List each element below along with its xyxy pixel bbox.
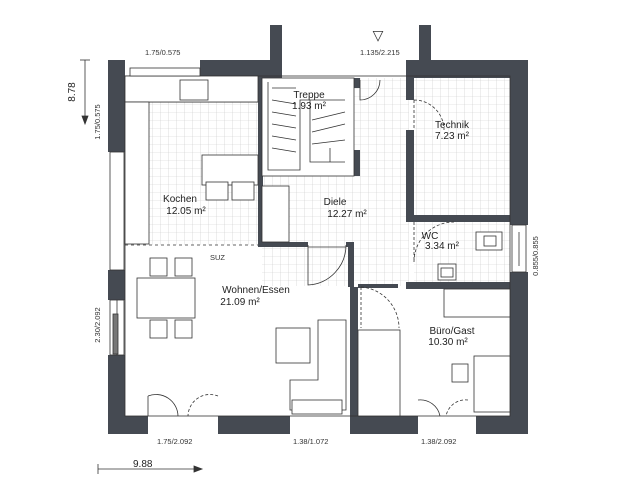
sofa-set (275, 319, 347, 415)
dim-bottom-left: 1.75/2.092 (157, 437, 192, 446)
dimension-lines (80, 59, 204, 474)
room-name-diele: Diele (324, 197, 347, 208)
office-furniture (357, 288, 511, 417)
dim-top-right: 1.135/2.215 (360, 48, 400, 57)
room-name-wohnen: Wohnen/Essen (222, 285, 290, 296)
window-right (511, 224, 527, 273)
dim-left-top: 1.75/0.575 (93, 104, 102, 139)
room-area-wohnen: 21.09 m² (220, 297, 260, 308)
suz-label: SUZ (210, 253, 225, 262)
dim-bottom-right: 1.38/2.092 (421, 437, 456, 446)
doors (147, 79, 469, 417)
staircase (261, 77, 355, 243)
dim-right: 0.855/0.855 (531, 236, 540, 276)
room-area-kochen: 12.05 m² (166, 206, 206, 217)
room-name-treppe: Treppe (293, 90, 325, 101)
window-left (109, 151, 125, 356)
kitchen-counters (124, 67, 259, 245)
dim-left-bottom: 2.30/2.092 (93, 307, 102, 342)
sanitary-fixtures (437, 231, 503, 281)
dining-set (136, 257, 196, 339)
dim-top-left: 1.75/0.575 (145, 48, 180, 57)
room-area-technik: 7.23 m² (435, 131, 470, 142)
exterior-walls (108, 25, 528, 434)
room-area-wc: 3.34 m² (425, 241, 460, 252)
window-dimensions: 1.75/0.575 1.135/2.215 1.75/0.575 2.30/2… (93, 48, 540, 446)
entry-marker: ▽ (373, 28, 384, 44)
room-area-diele: 12.27 m² (327, 209, 367, 220)
room-name-buero: Büro/Gast (429, 326, 474, 337)
overall-width-label: 9.88 (133, 459, 153, 470)
room-name-wc: WC (422, 231, 439, 242)
overall-height-label: 8.78 (67, 82, 78, 102)
room-name-technik: Technik (435, 120, 470, 131)
room-name-kochen: Kochen (163, 194, 197, 205)
room-area-treppe: 1.93 m² (292, 101, 327, 112)
room-area-buero: 10.30 m² (428, 337, 468, 348)
room-labels: Treppe 1.93 m² Technik 7.23 m² Kochen 12… (163, 90, 475, 348)
dim-bottom-mid: 1.38/1.072 (293, 437, 328, 446)
interior-walls (258, 78, 510, 417)
